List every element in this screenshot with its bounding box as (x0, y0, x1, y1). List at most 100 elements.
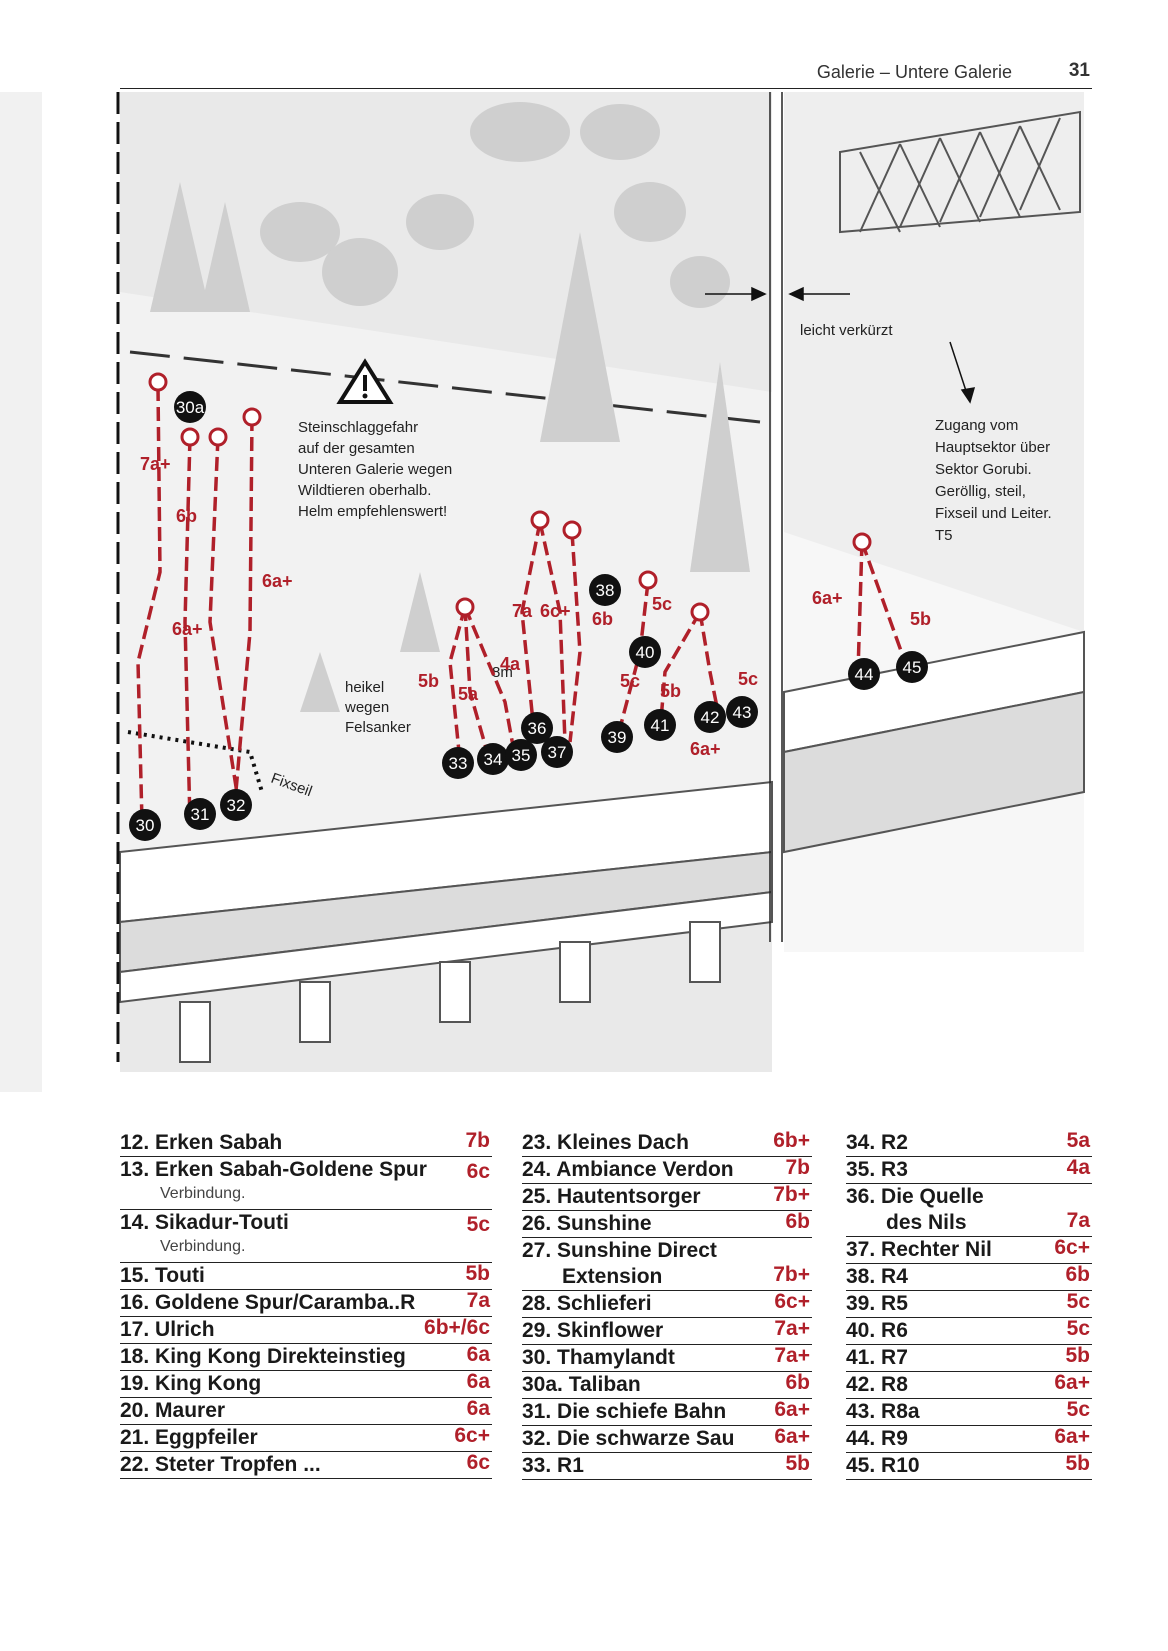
route-number-40: 40 (629, 636, 661, 668)
svg-text:43: 43 (733, 703, 752, 722)
svg-text:6a+: 6a+ (690, 739, 721, 759)
svg-text:42: 42 (701, 708, 720, 727)
svg-text:5c: 5c (620, 671, 640, 691)
warning-text: Steinschlaggefahr auf der gesamten Unter… (298, 419, 456, 520)
legend-row: 22. Steter Tropfen ...6c (120, 1451, 492, 1479)
svg-text:6a+: 6a+ (262, 571, 293, 591)
gallery-structure (119, 780, 773, 1063)
route-number-45: 45 (896, 651, 928, 683)
route-number-32: 32 (220, 789, 252, 821)
svg-text:6b: 6b (176, 506, 197, 526)
svg-text:38: 38 (596, 581, 615, 600)
svg-text:7a: 7a (512, 601, 533, 621)
topo-illustration: Steinschlaggefahr auf der gesamten Unter… (0, 92, 1168, 1122)
svg-text:34: 34 (484, 750, 503, 769)
route-number-37: 37 (541, 736, 573, 768)
route-number-39: 39 (601, 721, 633, 753)
route-number-42: 42 (694, 701, 726, 733)
anchor-markers (148, 372, 872, 622)
route-number-33: 33 (442, 747, 474, 779)
fence (839, 110, 1081, 234)
heikel-text: heikel wegen Felsanker (344, 679, 411, 736)
route-number-35: 35 (505, 739, 537, 771)
route-number-38: 38 (589, 574, 621, 606)
svg-text:32: 32 (227, 796, 246, 815)
svg-text:5b: 5b (910, 609, 931, 629)
route-number-43: 43 (726, 696, 758, 728)
svg-text:41: 41 (651, 716, 670, 735)
route-number-30a: 30a (174, 391, 206, 423)
page-header: Galerie – Untere Galerie 31 (120, 60, 1092, 89)
svg-text:5b: 5b (418, 671, 439, 691)
shortened-arrows (705, 286, 976, 404)
route-grades: 7a+ 6b 6a+ 6a+ 5b 5a 4a 7a 6c+ 6b 5c 5c … (140, 454, 931, 759)
route-number-41: 41 (644, 709, 676, 741)
svg-text:5c: 5c (652, 594, 672, 614)
topo-svg: Steinschlaggefahr auf der gesamten Unter… (0, 92, 1085, 1092)
svg-text:39: 39 (608, 728, 627, 747)
height-label: 8m (492, 664, 513, 681)
route-number-30: 30 (129, 809, 161, 841)
fixed-rope (127, 730, 264, 793)
svg-text:5a: 5a (458, 684, 479, 704)
route-number-36: 36 (521, 712, 553, 744)
svg-text:30: 30 (136, 816, 155, 835)
route-number-34: 34 (477, 743, 509, 775)
route-number-44: 44 (848, 658, 880, 690)
shortened-label: leicht verkürzt (800, 322, 893, 339)
svg-text:33: 33 (449, 754, 468, 773)
svg-text:7a+: 7a+ (140, 454, 171, 474)
svg-text:5b: 5b (660, 681, 681, 701)
svg-text:5c: 5c (738, 669, 758, 689)
svg-text:6a+: 6a+ (172, 619, 203, 639)
route-numbers: 30 31 32 30a 33 34 35 36 37 38 39 40 41 … (129, 391, 928, 841)
svg-text:30a: 30a (176, 398, 205, 417)
route-lines (136, 386, 907, 823)
section-title: Galerie – Untere Galerie (816, 62, 1012, 82)
svg-text:40: 40 (636, 643, 655, 662)
svg-text:6a+: 6a+ (812, 588, 843, 608)
svg-text:31: 31 (191, 805, 210, 824)
svg-text:35: 35 (512, 746, 531, 765)
route-number-31: 31 (184, 798, 216, 830)
page-number: 31 (1068, 60, 1090, 81)
warning-icon (336, 358, 394, 404)
svg-text:6c+: 6c+ (540, 601, 571, 621)
svg-text:6b: 6b (592, 609, 613, 629)
trees (150, 102, 750, 712)
